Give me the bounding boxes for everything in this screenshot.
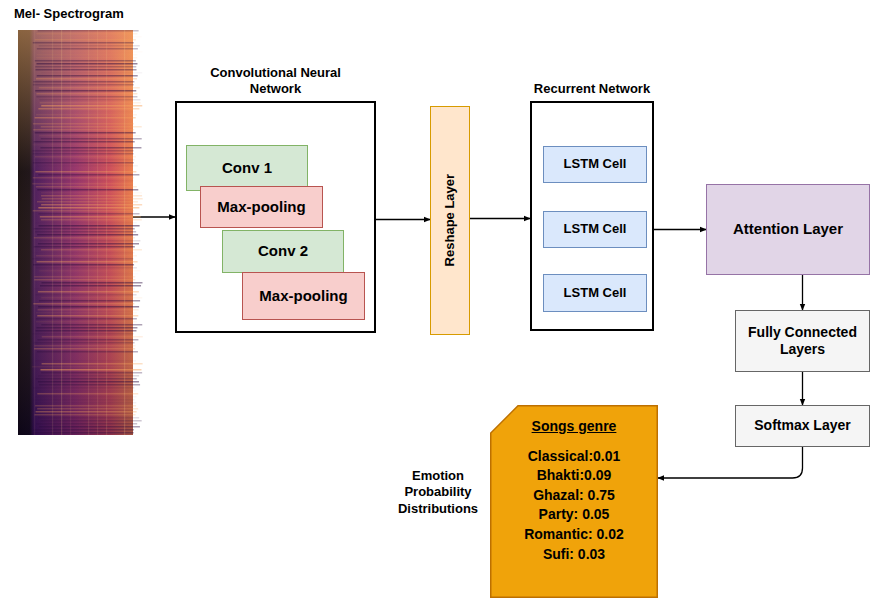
box-label: Max-pooling: [253, 287, 353, 306]
spectrogram-image: Mel- Spectrogram: [18, 30, 133, 435]
genre-probability: Romantic: 0.02: [490, 525, 658, 545]
reshape-layer: Reshape Layer: [430, 106, 470, 335]
box-label: Max-pooling: [211, 198, 311, 217]
genre-card: Songs genreClassical:0.01Bhakti:0.09Ghaz…: [490, 405, 658, 598]
genre-probability: Classical:0.01: [490, 447, 658, 467]
box-label: Reshape Layer: [442, 174, 458, 267]
softmax-layer: Softmax Layer: [735, 405, 870, 447]
box-label: Attention Layer: [727, 220, 849, 239]
attention-layer: Attention Layer: [706, 184, 870, 275]
pooling-box: Max-pooling: [200, 186, 323, 228]
conv-box: Conv 2: [222, 230, 344, 273]
group-heading: Convolutional Neural Network: [147, 65, 404, 98]
genre-probability: Ghazal: 0.75: [490, 486, 658, 506]
box-label: Fully Connected Layers: [736, 324, 869, 359]
conv-box: Conv 1: [186, 145, 308, 191]
flow-arrow: [470, 218, 530, 219]
image-heading: Mel- Spectrogram: [14, 6, 124, 21]
flow-arrow: [654, 229, 706, 230]
recurrent-group: Recurrent NetworkLSTM CellLSTM CellLSTM …: [530, 101, 654, 331]
flow-arrow: [802, 275, 803, 310]
card-heading: Songs genre: [490, 417, 658, 437]
dense-layer: Fully Connected Layers: [735, 310, 870, 372]
flow-arrow: [802, 372, 803, 405]
group-heading: Recurrent Network: [502, 81, 682, 97]
box-label: Conv 1: [216, 159, 278, 178]
box-label: Conv 2: [252, 242, 314, 261]
lstm-cell: LSTM Cell: [543, 274, 647, 312]
side-note: Emotion Probability Distributions: [382, 468, 494, 517]
lstm-cell: LSTM Cell: [543, 146, 647, 183]
genre-probability: Sufi: 0.03: [490, 545, 658, 565]
box-label: LSTM Cell: [558, 285, 633, 301]
flow-arrow: [376, 219, 430, 220]
genre-probability: Bhakti:0.09: [490, 466, 658, 486]
box-label: Softmax Layer: [748, 417, 856, 435]
lstm-cell: LSTM Cell: [543, 211, 647, 248]
card-content: Songs genreClassical:0.01Bhakti:0.09Ghaz…: [490, 405, 658, 564]
genre-probability: Party: 0.05: [490, 505, 658, 525]
spectrogram-picture: [18, 30, 133, 435]
box-label: LSTM Cell: [558, 221, 633, 237]
cnn-group: Convolutional Neural NetworkConv 1Max-po…: [175, 101, 376, 333]
flow-arrow: [658, 447, 803, 478]
box-label: LSTM Cell: [558, 156, 633, 172]
pooling-box: Max-pooling: [242, 272, 365, 320]
